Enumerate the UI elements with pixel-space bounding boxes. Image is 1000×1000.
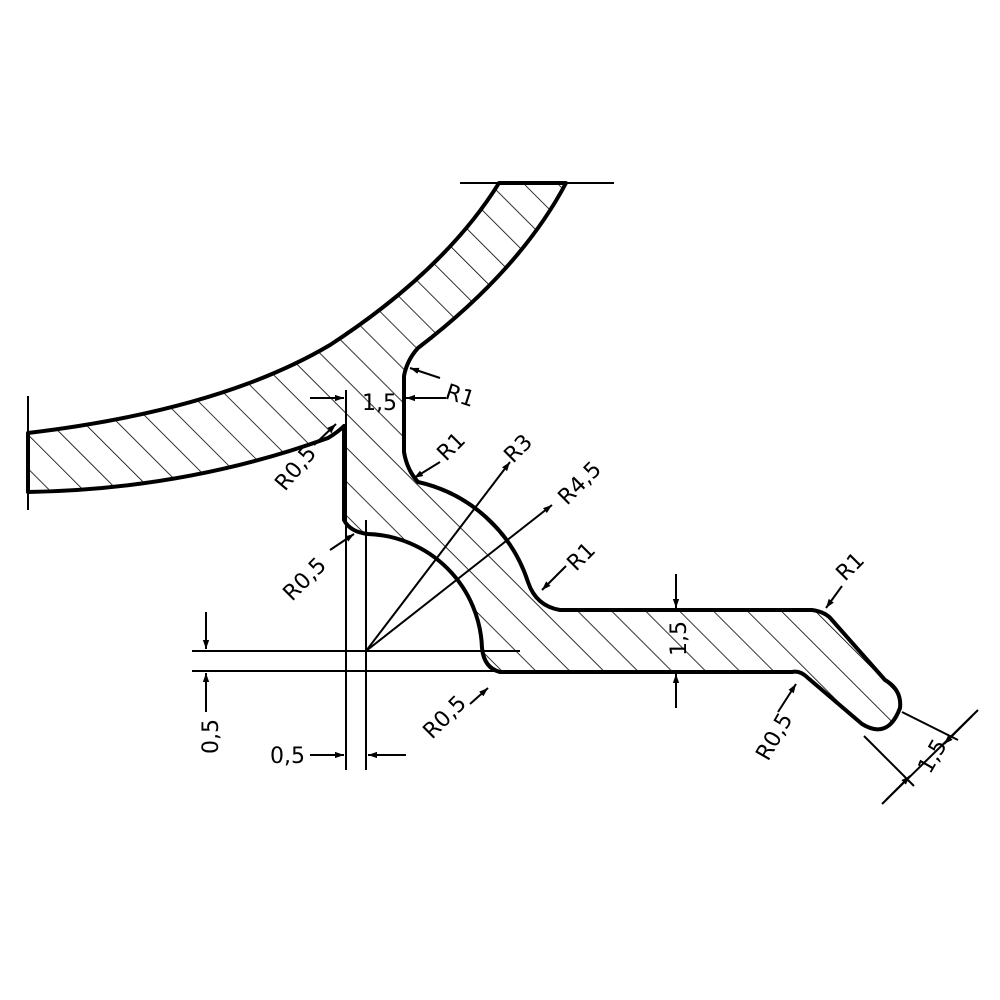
radius-leader-r3: [365, 461, 511, 652]
label-r1-mid: R1: [433, 428, 471, 466]
label-r05-bottom: R0,5: [419, 691, 472, 744]
tab-dim-arrow-2: [885, 775, 911, 801]
leader-r1-lower: [541, 565, 567, 591]
leader-r05-left: [313, 423, 337, 446]
label-r1-right: R1: [832, 548, 870, 586]
tab-dim-arrow-1: [943, 715, 973, 745]
leader-r1-right: [825, 585, 843, 609]
dim-horizontal-text: 1,5: [667, 621, 692, 656]
leader-r1-mid: [413, 461, 441, 479]
radius-leader-r45: [365, 504, 553, 652]
label-r05-right: R0,5: [752, 709, 799, 765]
label-r3: R3: [500, 430, 538, 468]
label-r1-lower: R1: [563, 538, 601, 576]
leader-r05-right: [777, 683, 797, 713]
leader-r05-corner: [329, 533, 355, 551]
label-r45: R4,5: [554, 457, 607, 510]
label-r1-top: R1: [442, 380, 478, 413]
label-r05-corner: R0,5: [279, 553, 332, 606]
leader-r05-bottom: [469, 687, 489, 705]
tab-extension-1: [901, 711, 959, 741]
leader-r1-top: [409, 367, 441, 379]
part-section: [26, 181, 903, 732]
dim-top-text: 1,5: [362, 391, 397, 416]
dim-horiz-offset-text: 0,5: [270, 744, 305, 769]
dim-vertical-text: 0,5: [199, 719, 224, 754]
